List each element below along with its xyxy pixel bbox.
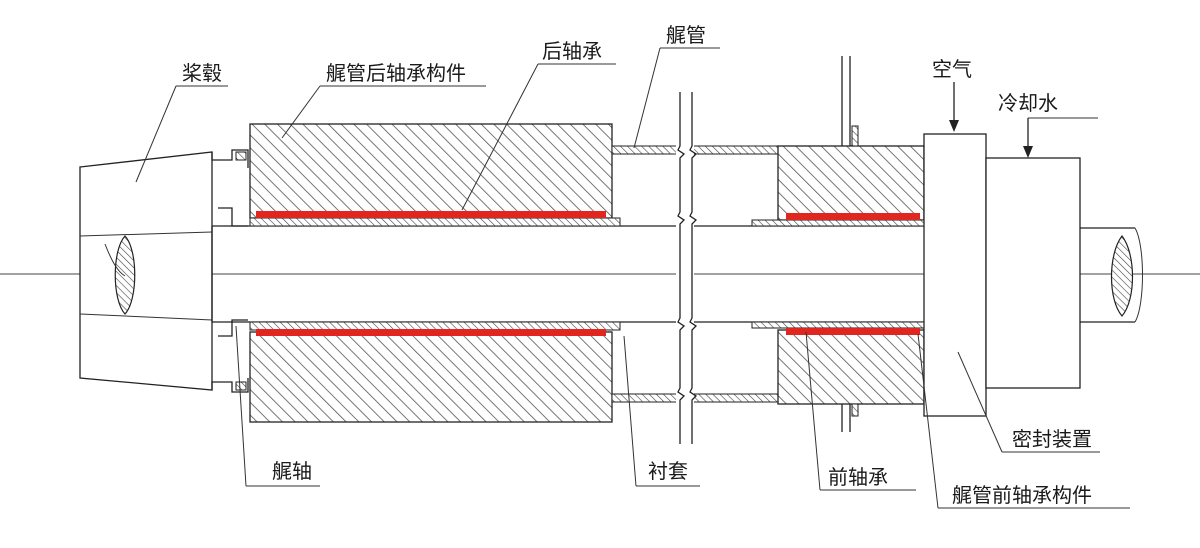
label-stern-tube-rear-bearing-part: 艉管后轴承构件 <box>326 61 466 85</box>
shaft-end-break-section <box>1110 227 1143 323</box>
label-rear-bearing: 后轴承 <box>542 39 602 63</box>
label-stern-tube-front-bearing-part: 艉管前轴承构件 <box>952 483 1092 507</box>
front-bearing-liner-upper <box>786 213 920 220</box>
label-sealing-device: 密封装置 <box>1012 427 1092 451</box>
leader-lines <box>135 47 1130 509</box>
rear-bushing-upper <box>249 217 621 227</box>
sealing-device <box>923 133 987 417</box>
label-bushing: 衬套 <box>648 459 688 483</box>
front-bearing-component-lower <box>777 329 925 405</box>
sealing-device-housing <box>985 157 1081 389</box>
bulkhead-plate <box>841 56 859 432</box>
label-cooling-water: 冷却水 <box>998 91 1058 115</box>
label-stern-tube: 艉管 <box>666 23 706 47</box>
label-stern-shaft: 艉轴 <box>272 459 312 483</box>
front-bearing-liner-lower <box>786 328 920 335</box>
cooling-water-inlet-arrow <box>1023 118 1033 158</box>
label-front-bearing: 前轴承 <box>828 465 888 489</box>
rear-bearing-component-lower <box>249 331 613 423</box>
air-inlet-arrow <box>949 82 959 132</box>
front-bushing-lower <box>751 321 929 329</box>
label-propeller-hub: 桨毂 <box>182 61 222 85</box>
stern-tube-break-lines <box>676 92 698 444</box>
front-bearing-component-upper <box>777 145 925 221</box>
label-air: 空气 <box>932 57 972 81</box>
front-bushing-upper <box>751 219 929 227</box>
rear-bearing-liner-upper <box>256 211 606 218</box>
rear-bearing-component-upper <box>249 123 613 219</box>
rear-bearing-liner-lower <box>256 329 606 336</box>
hub-shaft-break-section <box>104 235 136 315</box>
hub-flange <box>211 149 249 393</box>
propeller-hub <box>79 151 213 391</box>
rear-bushing-lower <box>249 321 621 331</box>
